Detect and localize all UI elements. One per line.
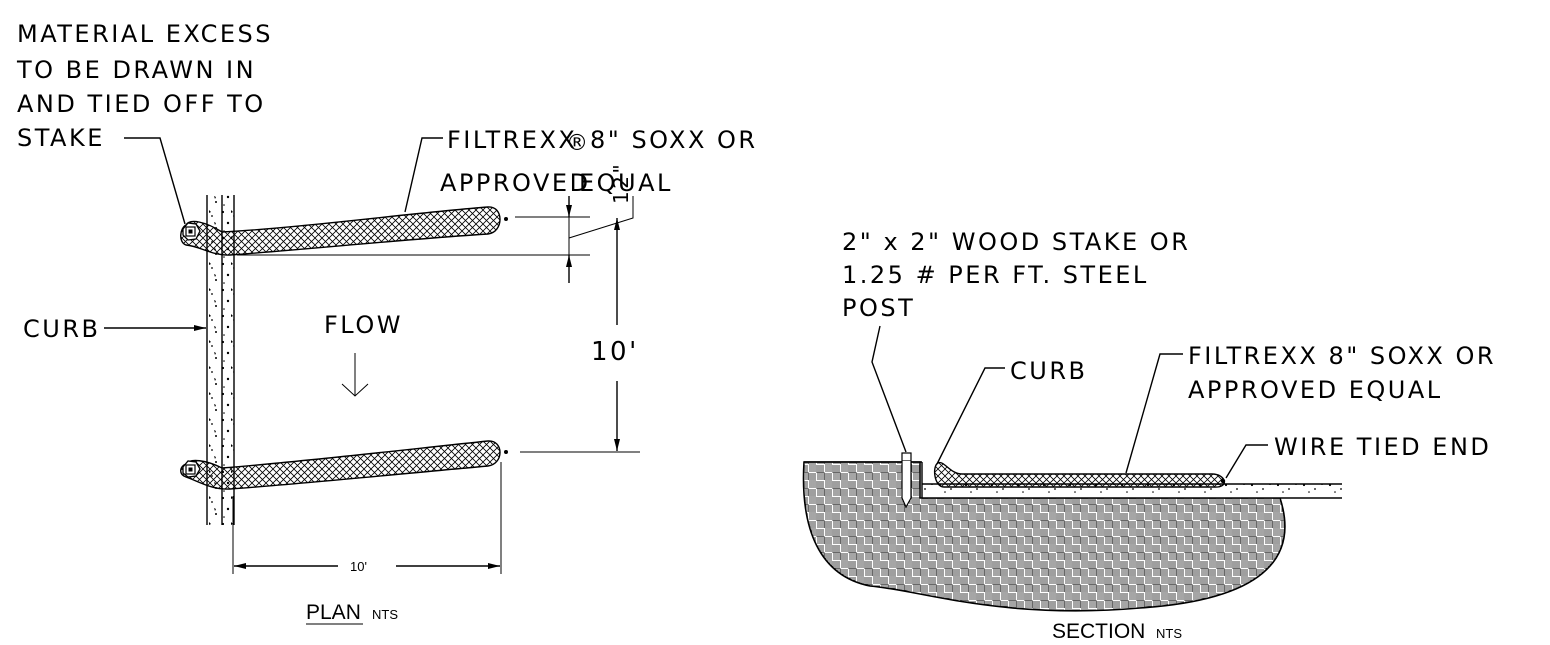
svg-text:SECTION: SECTION — [1052, 620, 1145, 643]
svg-text:FILTREXX: FILTREXX — [447, 126, 577, 154]
section-title: SECTION NTS — [1052, 620, 1182, 643]
svg-text:NTS: NTS — [372, 607, 398, 622]
plan-view: MATERIAL EXCESS TO BE DRAWN IN AND TIED … — [16, 20, 758, 625]
dim-12-inch: 12" — [237, 162, 634, 283]
plan-title: PLAN NTS — [306, 601, 398, 625]
svg-text:STAKE: STAKE — [17, 124, 105, 152]
svg-text:AND TIED OFF TO: AND TIED OFF TO — [17, 90, 266, 118]
svg-text:NTS: NTS — [1156, 626, 1182, 641]
section-sock — [933, 461, 1225, 488]
svg-text:12": 12" — [609, 162, 633, 204]
section-soil — [802, 461, 1286, 612]
svg-text:CURB: CURB — [1010, 357, 1087, 385]
note-stake: 2" x 2" WOOD STAKE OR 1.25 # PER FT. STE… — [842, 228, 1190, 453]
svg-text:®: ® — [566, 131, 591, 156]
svg-text:EQUAL: EQUAL — [579, 169, 673, 197]
dim-10-vertical: 10' — [520, 218, 640, 453]
svg-text:10': 10' — [591, 337, 639, 367]
plan-sock-lower — [180, 440, 508, 490]
wire-tie-upper — [504, 217, 508, 221]
flow-indicator: FLOW — [324, 311, 403, 397]
plan-sock-upper — [180, 206, 508, 256]
svg-text:APPROVED: APPROVED — [440, 169, 591, 197]
svg-text:MATERIAL EXCESS: MATERIAL EXCESS — [17, 20, 273, 48]
note-material-excess: MATERIAL EXCESS TO BE DRAWN IN AND TIED … — [16, 20, 273, 225]
section-stake — [901, 452, 912, 509]
note-wire-tied-end: WIRE TIED END — [1225, 433, 1491, 479]
svg-text:8" SOXX OR: 8" SOXX OR — [590, 126, 758, 154]
note-section-soxx: FILTREXX 8" SOXX OR APPROVED EQUAL — [1125, 342, 1496, 474]
section-view: 2" x 2" WOOD STAKE OR 1.25 # PER FT. STE… — [802, 228, 1496, 643]
section-curb-label: CURB — [936, 357, 1087, 465]
section-wire-tie — [1220, 478, 1226, 484]
svg-text:2" x 2" WOOD STAKE OR: 2" x 2" WOOD STAKE OR — [842, 228, 1190, 256]
dim-10-horizontal: 10' — [232, 462, 502, 574]
svg-text:1.25 # PER FT. STEEL: 1.25 # PER FT. STEEL — [842, 261, 1149, 289]
stake-lower-left — [182, 460, 201, 478]
svg-text:TO BE DRAWN IN: TO BE DRAWN IN — [16, 56, 256, 84]
svg-text:FLOW: FLOW — [324, 311, 403, 339]
stake-upper-left — [182, 222, 201, 241]
svg-text:PLAN: PLAN — [306, 601, 361, 624]
note-plan-soxx: APPROVED EQUAL FILTREXX ® 8" SOXX OR — [404, 126, 758, 213]
plan-curb-label: CURB — [23, 315, 206, 343]
svg-text:FILTREXX 8" SOXX OR: FILTREXX 8" SOXX OR — [1188, 342, 1496, 370]
svg-text:APPROVED EQUAL: APPROVED EQUAL — [1188, 376, 1443, 404]
wire-tie-lower — [504, 450, 508, 454]
svg-text:WIRE TIED END: WIRE TIED END — [1274, 433, 1491, 461]
svg-text:10': 10' — [350, 559, 367, 574]
svg-text:POST: POST — [842, 294, 915, 322]
svg-text:CURB: CURB — [23, 315, 100, 343]
